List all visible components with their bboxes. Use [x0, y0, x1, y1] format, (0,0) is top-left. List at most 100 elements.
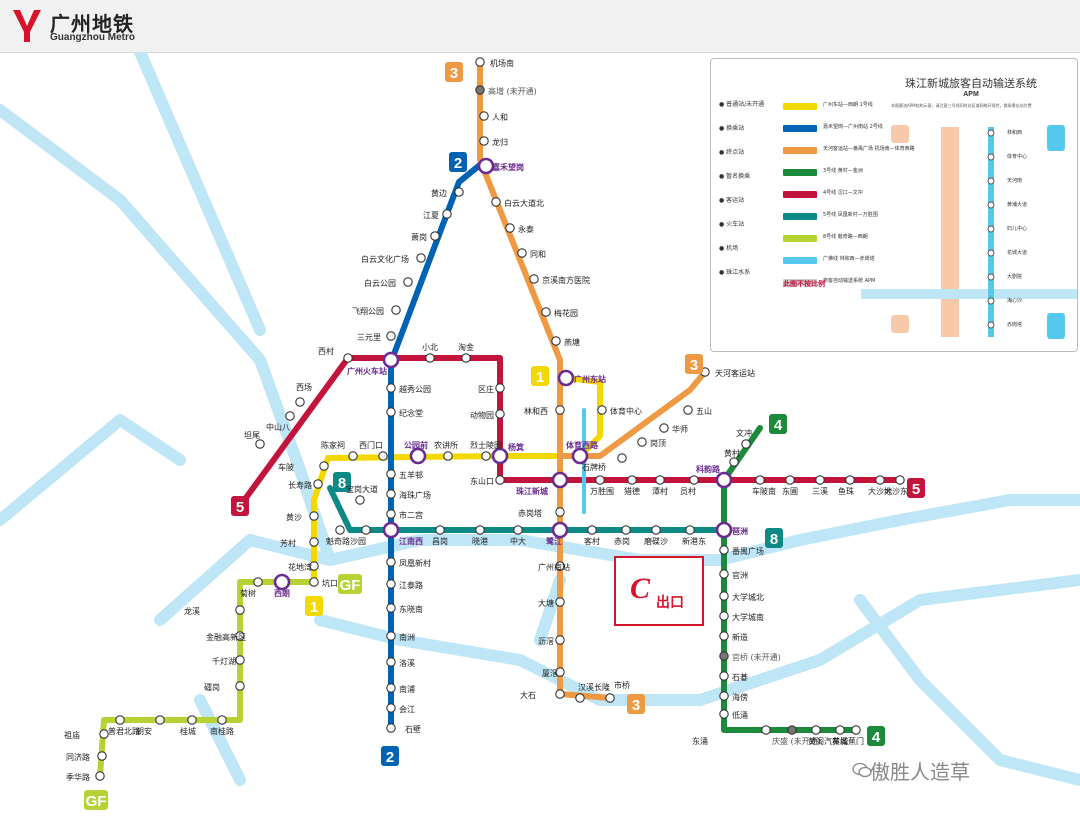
- station-marker[interactable]: [430, 231, 440, 241]
- station-marker[interactable]: [617, 453, 627, 463]
- station-marker[interactable]: [495, 475, 505, 485]
- interchange-station-marker[interactable]: [551, 521, 569, 539]
- station-marker[interactable]: [309, 511, 319, 521]
- line-badge[interactable]: 3: [445, 62, 463, 82]
- station-marker[interactable]: [461, 353, 471, 363]
- line-badge[interactable]: 1: [305, 596, 323, 616]
- station-marker[interactable]: [378, 451, 388, 461]
- station-marker[interactable]: [787, 725, 797, 735]
- station-marker[interactable]: [575, 693, 585, 703]
- line-badge[interactable]: 1: [531, 366, 549, 386]
- station-marker[interactable]: [386, 631, 396, 641]
- station-marker[interactable]: [655, 475, 665, 485]
- station-marker[interactable]: [689, 475, 699, 485]
- station-marker[interactable]: [555, 597, 565, 607]
- station-marker[interactable]: [719, 569, 729, 579]
- station-marker[interactable]: [235, 681, 245, 691]
- station-marker[interactable]: [555, 689, 565, 699]
- interchange-station-marker[interactable]: [409, 447, 427, 465]
- line-badge[interactable]: 5: [907, 478, 925, 498]
- station-marker[interactable]: [719, 631, 729, 641]
- station-marker[interactable]: [517, 248, 527, 258]
- line-badge[interactable]: 4: [867, 726, 885, 746]
- station-marker[interactable]: [719, 545, 729, 555]
- station-marker[interactable]: [99, 729, 109, 739]
- station-marker[interactable]: [529, 274, 539, 284]
- interchange-station-marker[interactable]: [715, 471, 733, 489]
- station-marker[interactable]: [555, 561, 565, 571]
- station-marker[interactable]: [785, 475, 795, 485]
- apm-station-marker[interactable]: [987, 273, 995, 281]
- station-marker[interactable]: [386, 703, 396, 713]
- station-marker[interactable]: [755, 475, 765, 485]
- station-marker[interactable]: [495, 383, 505, 393]
- station-marker[interactable]: [895, 475, 905, 485]
- station-marker[interactable]: [313, 479, 323, 489]
- station-marker[interactable]: [597, 405, 607, 415]
- station-marker[interactable]: [551, 336, 561, 346]
- station-marker[interactable]: [479, 111, 489, 121]
- station-marker[interactable]: [595, 475, 605, 485]
- station-marker[interactable]: [505, 223, 515, 233]
- station-marker[interactable]: [605, 693, 615, 703]
- interchange-station-marker[interactable]: [491, 447, 509, 465]
- interchange-station-marker[interactable]: [571, 447, 589, 465]
- station-marker[interactable]: [719, 691, 729, 701]
- line-badge[interactable]: 4: [769, 414, 787, 434]
- station-marker[interactable]: [335, 525, 345, 535]
- station-marker[interactable]: [475, 57, 485, 67]
- interchange-station-marker[interactable]: [557, 369, 575, 387]
- station-marker[interactable]: [761, 725, 771, 735]
- interchange-station-marker[interactable]: [273, 573, 291, 591]
- apm-station-marker[interactable]: [987, 177, 995, 185]
- station-marker[interactable]: [217, 715, 227, 725]
- station-marker[interactable]: [741, 439, 751, 449]
- station-marker[interactable]: [495, 409, 505, 419]
- apm-station-marker[interactable]: [987, 249, 995, 257]
- station-marker[interactable]: [235, 655, 245, 665]
- station-marker[interactable]: [309, 561, 319, 571]
- line-badge[interactable]: GF: [338, 574, 362, 594]
- apm-station-marker[interactable]: [987, 129, 995, 137]
- station-marker[interactable]: [719, 709, 729, 719]
- station-marker[interactable]: [319, 461, 329, 471]
- apm-station-marker[interactable]: [987, 225, 995, 233]
- apm-station-marker[interactable]: [987, 201, 995, 209]
- station-marker[interactable]: [454, 187, 464, 197]
- station-marker[interactable]: [729, 457, 739, 467]
- station-marker[interactable]: [491, 197, 501, 207]
- interchange-station-marker[interactable]: [382, 521, 400, 539]
- station-marker[interactable]: [719, 651, 729, 661]
- apm-station-marker[interactable]: [987, 153, 995, 161]
- line-badge[interactable]: 2: [381, 746, 399, 766]
- station-marker[interactable]: [386, 723, 396, 733]
- station-marker[interactable]: [659, 423, 669, 433]
- station-marker[interactable]: [235, 631, 245, 641]
- station-marker[interactable]: [621, 525, 631, 535]
- station-marker[interactable]: [235, 605, 245, 615]
- station-marker[interactable]: [875, 475, 885, 485]
- station-marker[interactable]: [386, 383, 396, 393]
- station-marker[interactable]: [541, 307, 551, 317]
- station-marker[interactable]: [835, 725, 845, 735]
- station-marker[interactable]: [386, 683, 396, 693]
- station-marker[interactable]: [555, 405, 565, 415]
- station-marker[interactable]: [587, 525, 597, 535]
- station-marker[interactable]: [435, 525, 445, 535]
- station-marker[interactable]: [811, 725, 821, 735]
- station-marker[interactable]: [309, 537, 319, 547]
- station-marker[interactable]: [479, 136, 489, 146]
- station-marker[interactable]: [391, 305, 401, 315]
- station-marker[interactable]: [386, 603, 396, 613]
- station-marker[interactable]: [555, 507, 565, 517]
- station-marker[interactable]: [95, 771, 105, 781]
- interchange-station-marker[interactable]: [715, 521, 733, 539]
- station-marker[interactable]: [253, 577, 263, 587]
- station-marker[interactable]: [425, 353, 435, 363]
- station-marker[interactable]: [851, 725, 861, 735]
- station-marker[interactable]: [845, 475, 855, 485]
- station-marker[interactable]: [386, 407, 396, 417]
- station-marker[interactable]: [285, 411, 295, 421]
- station-marker[interactable]: [416, 253, 426, 263]
- line-badge[interactable]: GF: [84, 790, 108, 810]
